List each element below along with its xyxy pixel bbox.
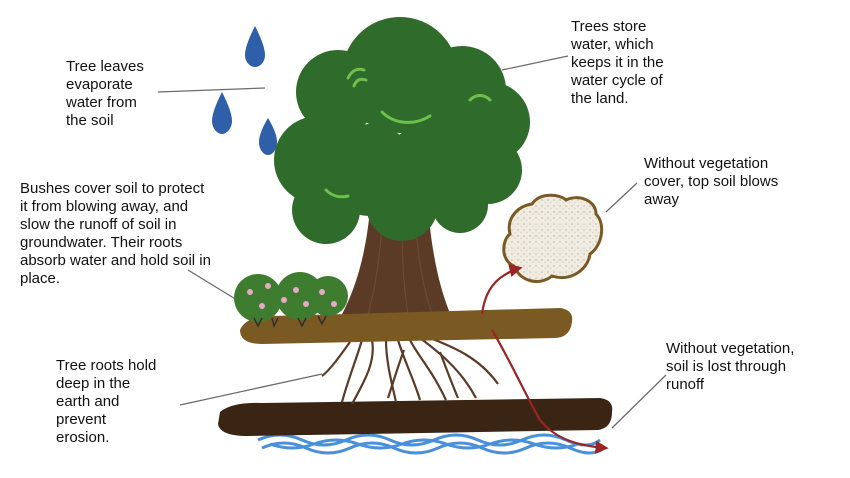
label-bushes-protect-soil: Bushes cover soil to protect it from blo… [20, 180, 211, 287]
groundwater [257, 433, 605, 455]
wind-arrow [480, 264, 523, 315]
tree-roots [321, 336, 499, 405]
bedrock-layer [218, 398, 613, 436]
leader-line-roots [179, 373, 323, 406]
water-drop-icon [245, 26, 265, 67]
leader-line-runoff [611, 374, 667, 429]
runoff-arrow [491, 329, 609, 454]
label-trees-store-water: Trees store water, which keeps it in the… [571, 18, 664, 107]
label-leaves-evaporate: Tree leaves evaporate water from the soi… [66, 58, 144, 129]
topsoil-layer [240, 308, 573, 344]
leader-line-leaves [157, 87, 266, 93]
water-drop-icon [212, 92, 232, 134]
label-roots-prevent-erosion: Tree roots hold deep in the earth and pr… [56, 357, 157, 446]
bushes [234, 272, 348, 329]
blowing-soil-clump [502, 193, 604, 283]
water-drop-icon [259, 118, 277, 155]
leader-line-store [501, 55, 569, 71]
leader-line-bushes [187, 269, 238, 301]
tree-canopy [274, 17, 530, 244]
leader-lines [157, 55, 667, 429]
water-drops [212, 26, 277, 155]
label-topsoil-blows-away: Without vegetation cover, top soil blows… [644, 155, 779, 208]
label-soil-lost-runoff: Without vegetation, soil is lost through… [666, 340, 795, 393]
canopy-highlights [324, 67, 492, 199]
tree-trunk [340, 210, 452, 318]
leader-line-blows [605, 182, 638, 213]
